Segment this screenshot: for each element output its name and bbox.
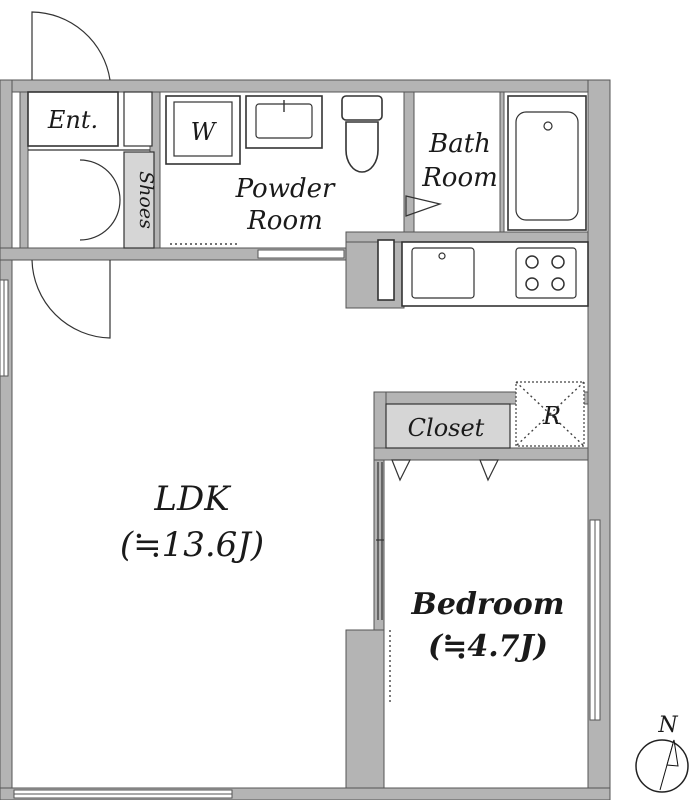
closet-label: Closet (408, 414, 485, 442)
kitchen-shelf (377, 239, 395, 301)
ldk-size-label: (≒13.6J) (120, 525, 264, 565)
washer-label: W (191, 118, 218, 146)
ldk-label: LDK (153, 479, 232, 519)
shoes-label: Shoes (135, 171, 157, 229)
windows (0, 249, 601, 799)
bedroom-size-label: (≒4.7J) (428, 629, 548, 664)
entrance-door (28, 11, 150, 339)
kitchen-counter (401, 241, 589, 307)
washer (165, 95, 241, 165)
bedroom-sliding-door (376, 462, 391, 704)
closet (385, 403, 511, 449)
powder-room-label-line1: Powder (235, 174, 336, 204)
refrigerator-space (515, 381, 585, 447)
sink (245, 95, 323, 149)
bath-room-label-line1: Bath (428, 129, 491, 159)
toilet (341, 95, 383, 173)
shoe-cabinet (123, 151, 155, 249)
bathtub (507, 95, 587, 231)
stove-icon (515, 247, 577, 299)
bath-room-label-line2: Room (421, 163, 498, 193)
entrance-area (27, 91, 119, 147)
bedroom-label: Bedroom (411, 587, 565, 622)
powder-room-label-line2: Room (246, 206, 323, 236)
entrance-label: Ent. (47, 106, 98, 134)
compass-north-label: N (657, 713, 678, 738)
compass-icon (635, 739, 689, 793)
refrigerator-label: R (542, 402, 561, 430)
